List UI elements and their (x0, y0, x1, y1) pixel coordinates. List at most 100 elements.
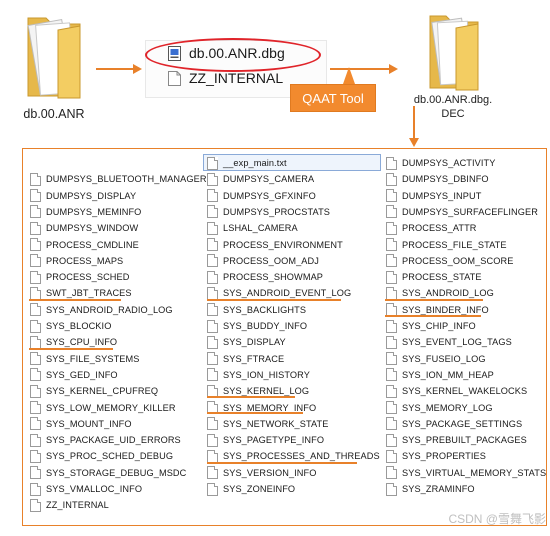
dbg-file-icon (168, 45, 181, 61)
dest-folder-label-line2: DEC (441, 108, 465, 120)
file-list-item[interactable]: SYS_BUDDY_INFO (207, 318, 307, 334)
file-list-item[interactable]: PROCESS_STATE (386, 269, 482, 285)
zz-file-item[interactable]: ZZ_INTERNAL (168, 70, 283, 86)
file-list-item[interactable]: SYS_ION_HISTORY (207, 367, 310, 383)
file-list-item[interactable]: LSHAL_CAMERA (207, 220, 298, 236)
source-folder-label: db.00.ANR (23, 107, 85, 121)
file-list-item[interactable]: SYS_VERSION_INFO (207, 465, 317, 481)
file-list-item[interactable]: SYS_FUSEIO_LOG (386, 351, 486, 367)
file-icon (386, 335, 397, 349)
file-list-item[interactable]: DUMPSYS_WINDOW (30, 220, 138, 236)
file-list-item-label: SYS_ANDROID_RADIO_LOG (46, 304, 173, 315)
file-list-item[interactable]: PROCESS_FILE_STATE (386, 237, 507, 253)
file-list-item[interactable]: SYS_ION_MM_HEAP (386, 367, 494, 383)
file-list-item[interactable]: SYS_STORAGE_DEBUG_MSDC (30, 465, 186, 481)
file-list-item[interactable]: SYS_ANDROID_RADIO_LOG (30, 302, 173, 318)
file-list-item-label: SYS_FUSEIO_LOG (402, 353, 486, 364)
file-icon (386, 286, 397, 300)
file-list-item[interactable]: DUMPSYS_DBINFO (386, 171, 489, 187)
file-list-item-label: SYS_MEMORY_INFO (223, 402, 317, 413)
file-list-item[interactable]: SYS_VIRTUAL_MEMORY_STATS (386, 465, 546, 481)
file-list-item-label: SYS_PREBUILT_PACKAGES (402, 435, 527, 446)
file-list-item[interactable]: SYS_EVENT_LOG_TAGS (386, 334, 512, 350)
file-list-item[interactable]: SYS_VMALLOC_INFO (30, 481, 142, 497)
file-icon (207, 368, 218, 382)
dest-folder-label-line1: db.00.ANR.dbg. (413, 94, 493, 106)
file-list-item[interactable]: SYS_CHIP_INFO (386, 318, 476, 334)
file-icon (386, 270, 397, 284)
file-list-item[interactable]: SYS_DISPLAY (207, 334, 286, 350)
file-list-item[interactable]: PROCESS_ENVIRONMENT (207, 237, 343, 253)
file-icon (386, 352, 397, 366)
file-list-item[interactable]: SYS_NETWORK_STATE (207, 416, 329, 432)
file-list-item[interactable]: SYS_PROPERTIES (386, 448, 486, 464)
file-list-item[interactable]: SYS_MOUNT_INFO (30, 416, 132, 432)
file-list-item[interactable]: SYS_PAGETYPE_INFO (207, 432, 324, 448)
file-list-item[interactable]: DUMPSYS_DISPLAY (30, 188, 136, 204)
file-list-item[interactable]: DUMPSYS_INPUT (386, 188, 481, 204)
file-list-item[interactable]: SYS_MEMORY_LOG (386, 400, 493, 416)
file-list-item[interactable]: PROCESS_OOM_ADJ (207, 253, 319, 269)
file-list-item-label: LSHAL_CAMERA (223, 223, 298, 234)
file-list-item[interactable]: DUMPSYS_BLUETOOTH_MANAGER (30, 171, 207, 187)
file-list-item[interactable]: SYS_GED_INFO (30, 367, 118, 383)
file-list-item[interactable]: SYS_ZRAMINFO (386, 481, 475, 497)
underline-sys-android-log (385, 299, 483, 301)
file-list-item[interactable]: DUMPSYS_GFXINFO (207, 188, 316, 204)
file-list-item[interactable]: PROCESS_MAPS (30, 253, 123, 269)
file-icon (386, 368, 397, 382)
file-list-item[interactable]: DUMPSYS_SURFACEFLINGER (386, 204, 538, 220)
file-list-item[interactable]: SYS_BACKLIGHTS (207, 302, 306, 318)
file-list-item[interactable]: SYS_FTRACE (207, 351, 284, 367)
dest-folder[interactable]: db.00.ANR.dbg. DEC (408, 8, 498, 126)
file-list-item[interactable]: SYS_FILE_SYSTEMS (30, 351, 140, 367)
file-list-item[interactable]: PROCESS_SHOWMAP (207, 269, 323, 285)
file-list-item-label: PROCESS_SHOWMAP (223, 272, 324, 283)
source-folder[interactable]: db.00.ANR (14, 4, 94, 124)
file-list-item[interactable]: PROCESS_OOM_SCORE (386, 253, 513, 269)
file-icon (386, 238, 397, 251)
arrow-to-dest (330, 68, 390, 70)
file-list-item[interactable]: SYS_ZONEINFO (207, 481, 295, 497)
file-list-item[interactable]: SYS_BLOCKIO (30, 318, 111, 334)
file-list-item-label: SYS_MOUNT_INFO (46, 418, 132, 429)
file-list-item[interactable]: DUMPSYS_CAMERA (207, 171, 314, 187)
file-list-item[interactable]: __exp_main.txt (207, 155, 287, 171)
file-list-item-label: ZZ_INTERNAL (46, 500, 109, 511)
file-list-item-label: SYS_PROC_SCHED_DEBUG (46, 451, 174, 462)
file-icon (30, 303, 41, 317)
file-list-item[interactable]: SYS_KERNEL_WAKELOCKS (386, 383, 527, 399)
file-list-item[interactable]: SYS_LOW_MEMORY_KILLER (30, 400, 176, 416)
zz-file-name: ZZ_INTERNAL (189, 70, 284, 86)
file-list-item[interactable]: PROCESS_CMDLINE (30, 237, 139, 253)
file-list-item[interactable]: PROCESS_SCHED (30, 269, 130, 285)
file-icon (207, 156, 218, 170)
file-list-item[interactable]: SYS_KERNEL_CPUFREQ (30, 383, 158, 399)
underline-swt-jbt-traces (29, 299, 121, 301)
dbg-highlight-ellipse (145, 38, 321, 72)
file-list-item[interactable]: PROCESS_ATTR (386, 220, 477, 236)
file-list-item[interactable]: DUMPSYS_PROCSTATS (207, 204, 330, 220)
file-icon (207, 335, 218, 349)
file-icon (30, 238, 41, 251)
file-icon (30, 482, 41, 496)
file-icon (30, 189, 41, 203)
file-list-item[interactable]: SYS_PACKAGE_SETTINGS (386, 416, 522, 432)
file-list-item-label: SYS_MEMORY_LOG (402, 402, 493, 413)
file-list-item[interactable]: ZZ_INTERNAL (30, 497, 109, 513)
file-list-item-label: SYS_KERNEL_CPUFREQ (46, 386, 159, 397)
file-icon (386, 433, 397, 447)
file-list-item[interactable]: DUMPSYS_MEMINFO (30, 204, 141, 220)
file-icon (30, 417, 41, 431)
dbg-file-item[interactable]: db.00.ANR.dbg (168, 45, 285, 61)
arrow-to-list (413, 106, 415, 139)
file-icon (386, 384, 397, 398)
file-icon (30, 221, 41, 235)
file-list-item[interactable]: SYS_PROC_SCHED_DEBUG (30, 448, 173, 464)
arrow-to-dbg-head (133, 64, 142, 74)
file-list-item[interactable]: DUMPSYS_ACTIVITY (386, 155, 496, 171)
qaat-tool-pointer (343, 67, 355, 84)
file-list-item[interactable]: SYS_PREBUILT_PACKAGES (386, 432, 527, 448)
file-list-item[interactable]: SYS_PACKAGE_UID_ERRORS (30, 432, 181, 448)
file-icon (207, 238, 218, 251)
